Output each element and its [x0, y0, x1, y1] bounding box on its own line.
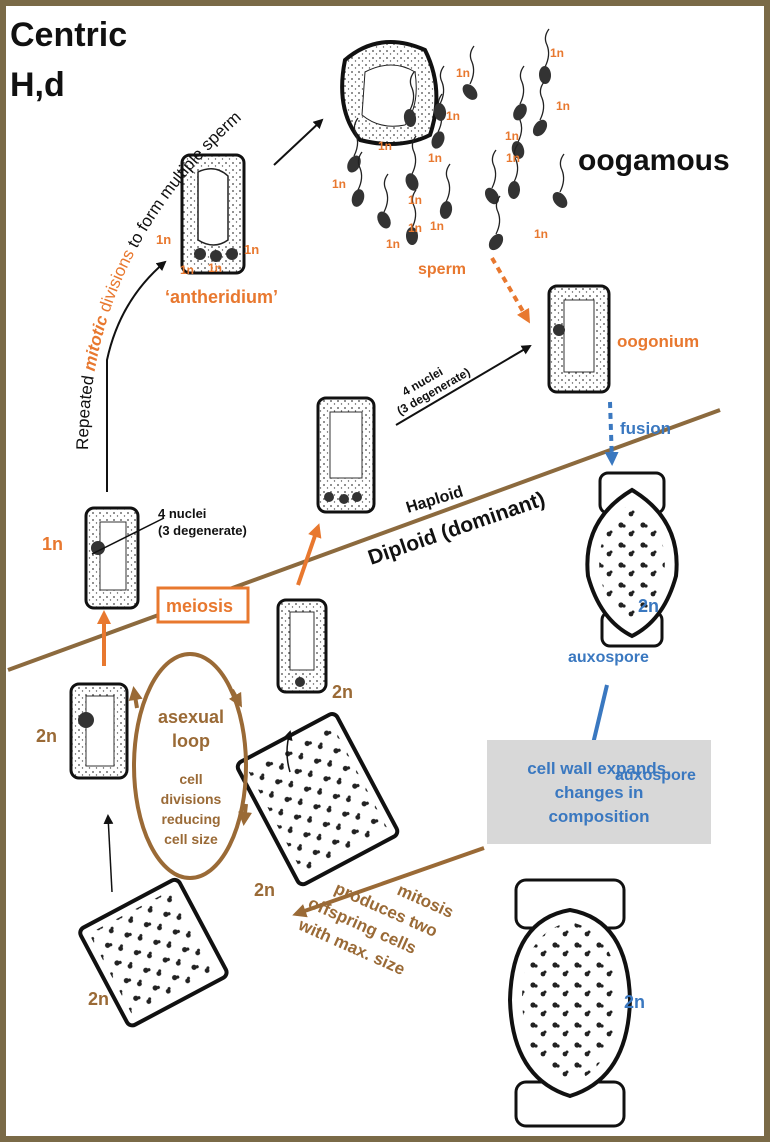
asexual-loop-arrowhead-2 — [238, 803, 253, 826]
ploidy-n-label: 1n — [208, 261, 222, 275]
growth-arrow-left — [103, 814, 114, 893]
sperm-cell — [403, 71, 417, 127]
ploidy-n-label: 1n — [550, 46, 564, 60]
antheridium-cell — [180, 153, 246, 275]
ploidy-n-label: 1n — [42, 534, 63, 554]
sperm-cell — [507, 143, 521, 199]
ploidy-n-label: 1n — [180, 263, 194, 277]
ploidy-n-label: 1n — [244, 242, 259, 257]
meiosis-box — [156, 586, 250, 624]
haploid-cell-left — [84, 506, 140, 610]
asexual-loop-arrowhead-1 — [228, 689, 242, 708]
sperm-cell — [377, 173, 391, 229]
nuclei-pointer-line — [91, 517, 165, 555]
sperm-cell — [462, 45, 478, 100]
diploid-cell-small-left — [69, 682, 129, 780]
ploidy-n-label: 1n — [505, 129, 519, 143]
sperm-cell — [347, 117, 361, 173]
fusion-label: fusion — [620, 419, 671, 438]
cell-divisions-line3: reducing — [161, 811, 220, 827]
sperm-cell — [484, 149, 500, 205]
cell-wall-box — [487, 740, 711, 844]
to-oogonium-arrow — [395, 344, 532, 426]
sperm-cell — [405, 189, 419, 245]
cell-wall-line1: cell wall expands, — [527, 759, 671, 778]
sperm-cell — [439, 163, 453, 219]
sperm-label: sperm — [418, 261, 466, 278]
sperm-mass-cell — [340, 40, 439, 146]
antheridium-to-sperm-arrow — [273, 118, 324, 166]
ploidy-n-label: 1n — [430, 219, 444, 233]
cell-divisions-line4: cell size — [164, 831, 218, 847]
oogonium-cell — [547, 284, 611, 394]
ploidy-n-label: 1n — [156, 232, 171, 247]
growth-arrow-middle — [282, 730, 293, 773]
meiosis-arrow-middle — [296, 523, 322, 586]
sperm-cell — [488, 195, 504, 251]
auxospore-bottom-cell — [507, 878, 633, 1128]
diploid-cell-small-middle — [276, 598, 328, 694]
sperm-cell — [405, 135, 419, 191]
sperm-cells — [347, 28, 568, 251]
sperm-to-oogonium-arrow — [490, 256, 531, 324]
ploidy-n-label: 1n — [556, 99, 570, 113]
ploidy-n-label: 1n — [378, 139, 392, 153]
ploidy-n-label: 1n — [386, 237, 400, 251]
sperm-cell — [513, 65, 527, 121]
ploidy-n-label: 1n — [408, 221, 422, 235]
antheridium-label: ‘antheridium’ — [165, 287, 278, 307]
sperm-cell — [433, 65, 447, 121]
meiosis-label: meiosis — [166, 596, 233, 616]
sperm-cell — [552, 153, 568, 208]
diploid-cell-large-bottom — [78, 877, 229, 1028]
ploidy-n-label: 1n — [408, 193, 422, 207]
ploidy-d-label: 2n — [254, 880, 275, 900]
ploidy-d-label: 2n — [88, 989, 109, 1009]
four-nuclei-left-line1: 4 nuclei — [158, 506, 206, 521]
ploidy-n-label: 1n — [506, 151, 520, 165]
auxospore-bottom-label: auxospore — [615, 767, 696, 784]
cell-wall-line2: changes in — [555, 783, 644, 802]
diploid-cell-large-center — [235, 712, 400, 887]
sperm-cell — [532, 81, 548, 137]
title-centric: Centric — [10, 16, 127, 54]
ploidy-n-label: 1n — [332, 177, 346, 191]
ploidy-d-label: 2n — [638, 596, 659, 616]
asexual-loop-line2: loop — [172, 731, 210, 751]
haploid-cell-middle — [316, 396, 376, 514]
auxospore-top-cell — [585, 471, 679, 648]
mitosis-arrow — [292, 846, 485, 918]
mitotic-divisions-arrow — [106, 260, 167, 492]
ploidy-n-label: 1n — [446, 109, 460, 123]
ploidy-n-label: 1n — [534, 227, 548, 241]
title-hd: H,d — [10, 66, 65, 104]
asexual-loop-ellipse — [132, 652, 248, 880]
ploidy-n-label: 1n — [456, 66, 470, 80]
four-nuclei-left-line2: (3 degenerate) — [158, 523, 247, 538]
ploidy-labels: 1n 1n 1n 1n 1n 1n 1n 1n 1n 1n 1n 1n 1n 1… — [36, 46, 659, 1012]
sperm-cell — [351, 151, 365, 207]
oogonium-label: oogonium — [617, 332, 699, 351]
auxospore-top-label: auxospore — [568, 649, 649, 666]
oogamous-label: oogamous — [578, 144, 730, 177]
cell-wall-line3: composition — [548, 807, 649, 826]
ploidy-d-label: 2n — [332, 682, 353, 702]
ploidy-d-label: 2n — [624, 992, 645, 1012]
asexual-loop-arrowhead-3 — [128, 686, 143, 709]
asexual-loop-line1: asexual — [158, 707, 224, 727]
cell-divisions-line2: divisions — [161, 791, 222, 807]
sperm-cell — [538, 28, 552, 84]
ploidy-n-label: 1n — [428, 151, 442, 165]
ploidy-d-label: 2n — [36, 726, 57, 746]
ploidy-divider-line — [7, 408, 721, 672]
cell-divisions-line1: cell — [179, 771, 202, 787]
